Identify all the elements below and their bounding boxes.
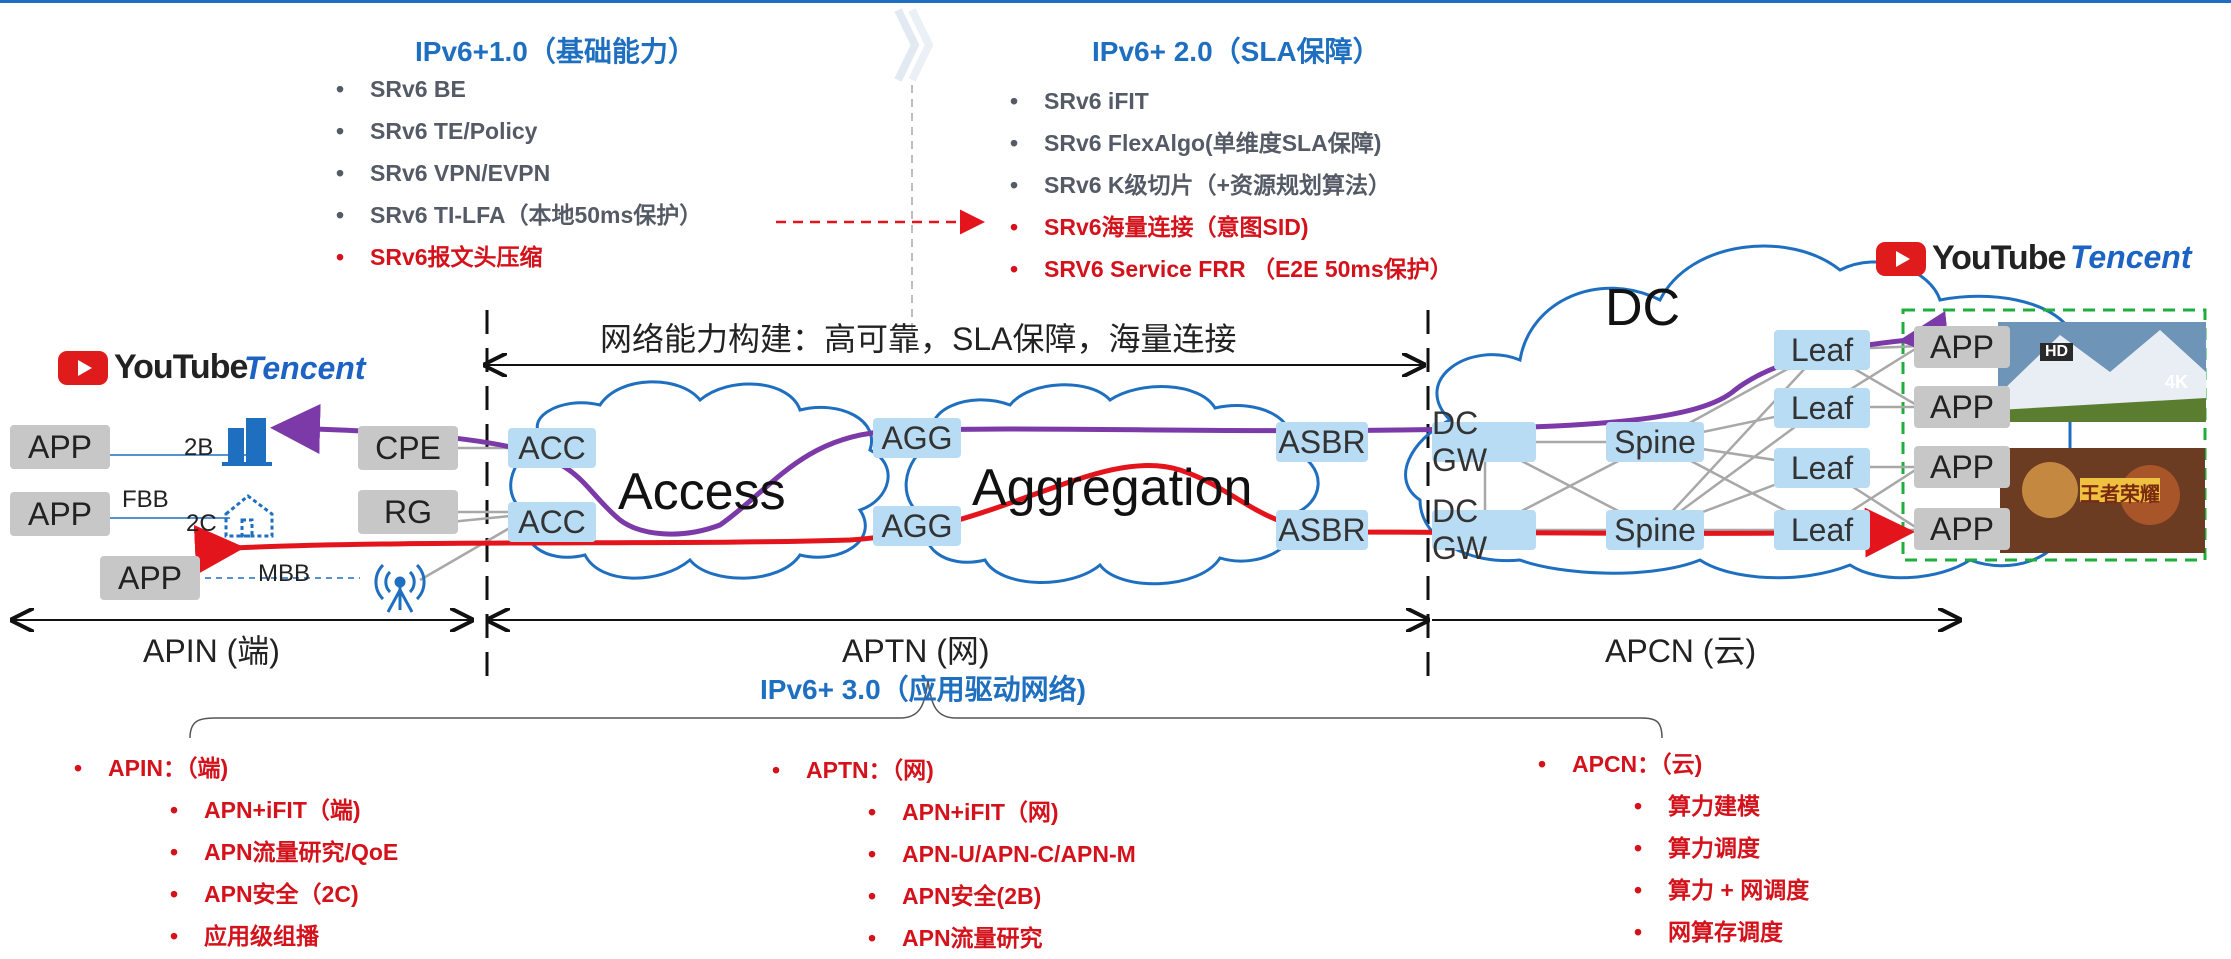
game-thumbnail xyxy=(2000,448,2205,553)
list-item: SRv6 VPN/EVPN xyxy=(336,152,702,194)
aptn-label: APTN (网) xyxy=(842,633,990,669)
leaf-node-1: Leaf xyxy=(1774,330,1870,370)
building-icon xyxy=(222,418,272,466)
list-item: 算力调度 xyxy=(1634,827,1809,869)
youtube-wordmark: YouTube xyxy=(1932,239,2066,277)
leaf-node-4: Leaf xyxy=(1774,510,1870,550)
aptn-sublist: APN+iFIT（网) APN-U/APN-C/APN-M APN安全(2B) … xyxy=(868,791,1136,959)
tencent-logo-left: Tencent xyxy=(244,350,366,386)
apin-label: APIN (端) xyxy=(143,633,280,669)
ipv6-1-list: SRv6 BE SRv6 TE/Policy SRv6 VPN/EVPN SRv… xyxy=(336,68,702,278)
apcn-list: APCN：（云) xyxy=(1538,743,1702,785)
red-flow xyxy=(193,463,1915,575)
dc-app-box-4: APP xyxy=(1914,508,2010,550)
spine-node-2: Spine xyxy=(1606,510,1704,550)
youtube-logo-left: YouTube xyxy=(58,348,248,387)
list-item: SRv6 K级切片（+资源规划算法） xyxy=(1010,164,1453,206)
dc-gw-node-1: DC GW xyxy=(1432,405,1536,478)
list-item: SRv6 FlexAlgo(单维度SLA保障) xyxy=(1010,122,1453,164)
list-item: 算力 + 网调度 xyxy=(1634,869,1809,911)
house-icon xyxy=(224,494,274,538)
list-item: APN+iFIT（端) xyxy=(170,789,398,831)
leaf-node-3: Leaf xyxy=(1774,448,1870,488)
list-item: 网算存调度 xyxy=(1634,911,1809,953)
aptn-list: APTN：（网) xyxy=(772,749,934,791)
list-item: 算力建模 xyxy=(1634,785,1809,827)
spine-node-1: Spine xyxy=(1606,422,1704,462)
list-item: APN流量研究 xyxy=(868,917,1136,959)
bottom-brace xyxy=(189,679,1663,739)
tencent-logo-right: Tencent xyxy=(2070,239,2192,275)
leaf-node-2: Leaf xyxy=(1774,388,1870,428)
app-box-2c: APP xyxy=(10,492,110,536)
youtube-logo-right: YouTube xyxy=(1876,239,2066,278)
list-item: SRv6 iFIT xyxy=(1010,80,1453,122)
list-item: APN流量研究/QoE xyxy=(170,831,398,873)
app-box-2b: APP xyxy=(10,425,110,469)
apin-sublist: APN+iFIT（端) APN流量研究/QoE APN安全（2C) 应用级组播 xyxy=(170,789,398,957)
list-item: APN安全（2C) xyxy=(170,873,398,915)
top-rule xyxy=(0,0,2231,3)
app-box-mbb: APP xyxy=(100,556,200,600)
list-item: APN+iFIT（网) xyxy=(868,791,1136,833)
aggregation-cloud-label: Aggregation xyxy=(972,459,1253,517)
label-mbb: MBB xyxy=(258,560,311,587)
dc-app-box-2: APP xyxy=(1914,386,2010,428)
capability-label: 网络能力构建：高可靠，SLA保障，海量连接 xyxy=(600,321,1237,357)
antenna-icon xyxy=(374,563,426,613)
acc-node-2: ACC xyxy=(508,502,596,542)
ipv6-2-list: SRv6 iFIT SRv6 FlexAlgo(单维度SLA保障) SRv6 K… xyxy=(1010,80,1453,290)
list-head: APCN：（云) xyxy=(1538,743,1702,785)
label-2c: 2C xyxy=(186,510,217,537)
rg-box: RG xyxy=(358,490,458,534)
dc-app-box-1: APP xyxy=(1914,326,2010,368)
cpe-box: CPE xyxy=(358,426,458,470)
ipv6-1-title: IPv6+1.0（基础能力） xyxy=(415,36,696,67)
asbr-node-1: ASBR xyxy=(1276,422,1368,462)
label-2b: 2B xyxy=(184,434,214,461)
ipv6-2-title: IPv6+ 2.0（SLA保障） xyxy=(1092,36,1381,67)
chevron-icon xyxy=(894,8,934,82)
dc-gw-node-2: DC GW xyxy=(1432,493,1536,566)
ipv6-3-title: IPv6+ 3.0（应用驱动网络) xyxy=(760,674,1086,705)
list-item: SRv6海量连接（意图SID) xyxy=(1010,206,1453,248)
dc-app-box-3: APP xyxy=(1914,446,2010,488)
list-item: SRv6 TE/Policy xyxy=(336,110,702,152)
apin-list: APIN：（端) xyxy=(74,747,228,789)
youtube-wordmark: YouTube xyxy=(114,348,248,386)
list-item: 应用级组播 xyxy=(170,915,398,957)
list-item: SRV6 Service FRR （E2E 50ms保护） xyxy=(1010,248,1453,290)
youtube-play-icon xyxy=(1876,241,1926,276)
dc-cloud-label: DC xyxy=(1605,279,1681,337)
asbr-node-2: ASBR xyxy=(1276,510,1368,550)
4k-badge: 4K xyxy=(2165,372,2189,392)
list-item: SRv6报文头压缩 xyxy=(336,236,702,278)
access-cloud-label: Access xyxy=(618,463,786,521)
list-item: APN安全(2B) xyxy=(868,875,1136,917)
agg-node-2: AGG xyxy=(873,506,961,546)
agg-node-1: AGG xyxy=(873,418,961,458)
apcn-sublist: 算力建模 算力调度 算力 + 网调度 网算存调度 xyxy=(1634,785,1809,953)
youtube-play-icon xyxy=(58,350,108,385)
acc-node-1: ACC xyxy=(508,428,596,468)
list-item: SRv6 BE xyxy=(336,68,702,110)
list-head: APIN：（端) xyxy=(74,747,228,789)
hd-badge: HD xyxy=(2040,343,2074,361)
list-item: APN-U/APN-C/APN-M xyxy=(868,833,1136,875)
app-zone-box xyxy=(1901,308,2207,562)
list-head: APTN：（网) xyxy=(772,749,934,791)
list-item: SRv6 TI-LFA（本地50ms保护） xyxy=(336,194,702,236)
apcn-label: APCN (云) xyxy=(1605,633,1757,669)
label-fbb: FBB xyxy=(122,486,169,513)
game-logo: 王者荣耀 xyxy=(2080,484,2160,506)
